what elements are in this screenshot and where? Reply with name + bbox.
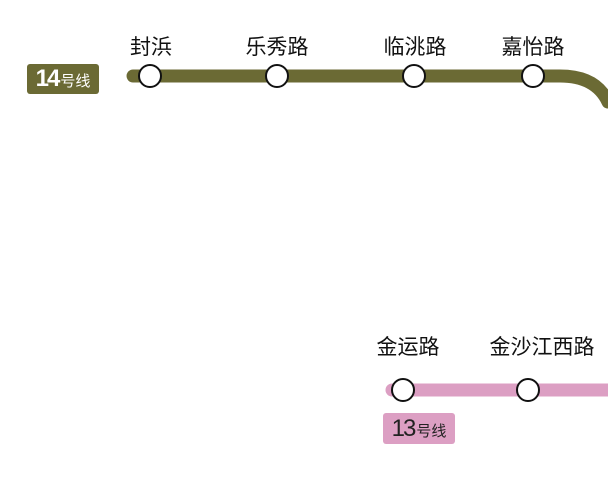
line-14-badge-suffix: 号线 bbox=[60, 72, 91, 90]
station-label-lintao-road[interactable]: 临洮路 bbox=[383, 35, 447, 59]
line-14-badge-number: 14 bbox=[35, 65, 61, 92]
line-13-badge-number: 13 bbox=[391, 415, 417, 442]
line-13-badge[interactable]: 13 号线 bbox=[383, 413, 455, 444]
station-label-fengbang[interactable]: 封浜 bbox=[130, 35, 172, 59]
station-marker-jiayi-road[interactable] bbox=[521, 64, 545, 88]
line-14-badge[interactable]: 14 号线 bbox=[27, 64, 99, 94]
station-marker-lexiu-road[interactable] bbox=[265, 64, 289, 88]
station-marker-fengbang[interactable] bbox=[138, 64, 162, 88]
station-label-lexiu-road[interactable]: 乐秀路 bbox=[245, 35, 309, 59]
station-marker-jinshajiang-west-road[interactable] bbox=[516, 378, 540, 402]
line-14-track bbox=[126, 69, 608, 109]
line-13-badge-suffix: 号线 bbox=[416, 422, 447, 440]
station-marker-lintao-road[interactable] bbox=[402, 64, 426, 88]
station-label-jinyun-road[interactable]: 金运路 bbox=[376, 335, 440, 359]
station-label-jiayi-road[interactable]: 嘉怡路 bbox=[501, 35, 565, 59]
station-marker-jinyun-road[interactable] bbox=[391, 378, 415, 402]
station-label-jinshajiang-west-road[interactable]: 金沙江西路 bbox=[489, 335, 595, 359]
